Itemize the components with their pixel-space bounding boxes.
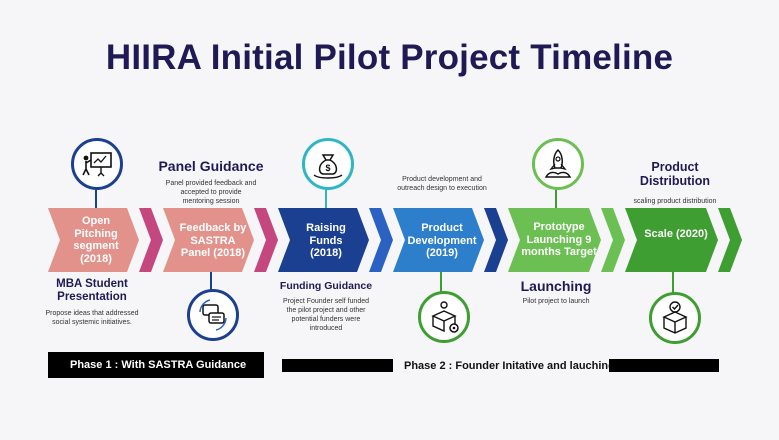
rocket-icon xyxy=(532,138,584,190)
panel-text: Panel provided feedback and accepted to … xyxy=(165,180,257,205)
connector-chevron xyxy=(601,208,625,272)
phase-2-bar-right xyxy=(609,359,719,372)
stage-arrow-4 xyxy=(393,208,484,272)
mba-heading: MBA Student Presentation xyxy=(56,278,128,303)
money-bag-icon: $ xyxy=(302,138,354,190)
stage-arrow-3 xyxy=(278,208,369,272)
stage-arrow-1 xyxy=(48,208,139,272)
launching-text: Pilot project to launch xyxy=(522,298,590,305)
product-dev-text: Product development and outreach design … xyxy=(397,176,487,192)
distribution-heading: Product Distribution xyxy=(639,160,711,188)
launching-heading: Launching xyxy=(520,278,592,294)
svg-text:$: $ xyxy=(325,163,330,173)
phase-1-label: Phase 1 : With SASTRA Guidance xyxy=(70,359,247,371)
stage-label-6: Scale (2020) xyxy=(644,228,708,240)
distribution-text: scaling product distribution xyxy=(633,198,717,205)
phase-1-bar: Phase 1 : With SASTRA Guidance xyxy=(48,352,264,378)
funding-text: Project Founder self funded the pilot pr… xyxy=(283,298,369,332)
connector-chevron xyxy=(139,208,163,272)
panel-heading: Panel Guidance xyxy=(158,158,264,174)
mba-text: Propose ideas that addressed social syst… xyxy=(45,310,139,326)
stage-label-3: Raising Funds (2018) xyxy=(306,222,346,259)
presenter-board-icon xyxy=(71,138,123,190)
connector-chevron xyxy=(369,208,393,272)
funding-heading: Funding Guidance xyxy=(279,280,373,292)
phase-2-label: Phase 2 : Founder Initative and lauching xyxy=(404,360,615,372)
stage-label-1: Open Pitching segment (2018) xyxy=(73,215,119,265)
stage-arrow-5 xyxy=(508,208,601,272)
chat-bubbles-icon xyxy=(187,289,239,341)
box-gear-icon xyxy=(418,291,470,343)
stage-label-2: Feedback by SASTRA Panel (2018) xyxy=(179,222,247,259)
phase-2-bar-left xyxy=(282,359,393,372)
stage-label-5: Prototype Launching 9 months Target xyxy=(521,221,597,258)
checked-box-icon xyxy=(649,292,701,344)
page-title: HIIRA Initial Pilot Project Timeline xyxy=(105,38,674,77)
stage-arrow-6 xyxy=(625,208,718,272)
connector-chevron xyxy=(718,208,742,272)
connector-chevron xyxy=(484,208,508,272)
connector-chevron xyxy=(254,208,278,272)
stage-arrow-2 xyxy=(163,208,254,272)
stage-label-4: Product Development (2019) xyxy=(407,222,477,259)
